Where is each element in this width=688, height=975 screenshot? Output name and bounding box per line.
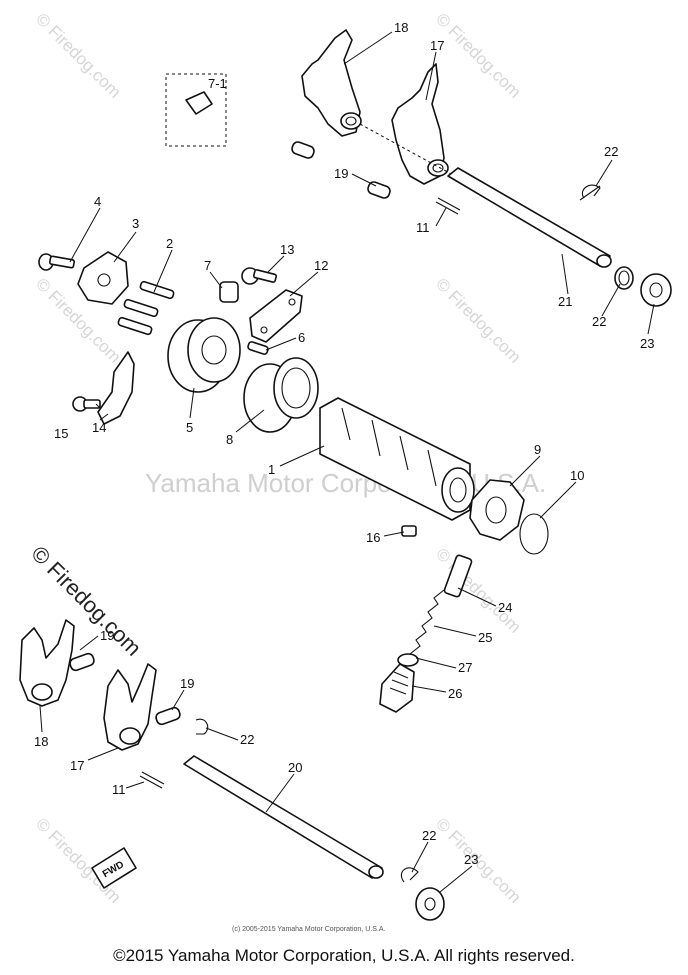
callout-17-lower: 17 [70, 758, 84, 773]
circlip-22-lower-a [195, 718, 209, 735]
plate-3 [77, 251, 129, 305]
detail-box-7-1 [165, 73, 227, 147]
callout-19-lower-a: 19 [100, 628, 114, 643]
callout-1: 1 [268, 462, 275, 477]
plunger-24 [443, 554, 473, 598]
shift-drum-1 [319, 397, 475, 521]
callout-17-upper: 17 [430, 38, 444, 53]
shift-shaft-20 [183, 755, 384, 879]
callout-22-lower-a: 22 [240, 732, 254, 747]
callout-21: 21 [558, 294, 572, 309]
watermark-top-right: © Firedog.com [432, 9, 524, 101]
leader-lines [39, 31, 655, 893]
callout-19-lower-b: 19 [180, 676, 194, 691]
shift-shaft-21 [447, 167, 612, 268]
callout-16: 16 [366, 530, 380, 545]
bolt-15 [72, 396, 101, 412]
stopper-14 [97, 351, 135, 425]
callout-11-upper: 11 [416, 220, 430, 235]
callout-27: 27 [458, 660, 472, 675]
collar-23-upper [640, 273, 672, 307]
callout-5: 5 [186, 420, 193, 435]
callout-23-lower: 23 [464, 852, 478, 867]
bolt-7 [219, 281, 239, 303]
callout-26: 26 [448, 686, 462, 701]
shift-fork-17-upper [391, 63, 449, 185]
callout-24: 24 [498, 600, 512, 615]
callout-7-1: 7-1 [208, 76, 227, 91]
watermark-big: © Firedog.com [26, 541, 146, 661]
callout-7: 7 [204, 258, 211, 273]
bearing-8 [243, 357, 319, 433]
pin-19-upper-b [367, 181, 391, 199]
callout-3: 3 [132, 216, 139, 231]
circlip-22-upper-b [614, 266, 634, 290]
pins-2 [117, 280, 175, 336]
credit-line: (c) 2005-2015 Yamaha Motor Corporation, … [232, 926, 385, 933]
pin-19-lower-b [155, 706, 181, 726]
callout-12: 12 [314, 258, 328, 273]
callout-6: 6 [298, 330, 305, 345]
clip-11-lower [139, 771, 165, 789]
callout-18-lower: 18 [34, 734, 48, 749]
shift-fork-17-lower [103, 663, 157, 751]
shift-fork-18-upper [301, 29, 362, 137]
callout-2: 2 [166, 236, 173, 251]
clip-11-upper [435, 197, 461, 215]
plate-12 [249, 289, 303, 343]
callout-8: 8 [226, 432, 233, 447]
callout-23-upper: 23 [640, 336, 654, 351]
callout-22-upper-a: 22 [604, 144, 618, 159]
callout-13: 13 [280, 242, 294, 257]
plug-26 [379, 663, 415, 713]
watermark-mid-right: © Firedog.com [432, 274, 524, 366]
plate-9 [469, 479, 525, 541]
pin-6 [247, 341, 269, 355]
spring-25 [409, 589, 445, 655]
callout-18-upper: 18 [394, 20, 408, 35]
callout-19-upper: 19 [334, 166, 348, 181]
callout-15: 15 [54, 426, 68, 441]
shift-fork-18-lower [19, 619, 75, 707]
callout-22-upper-b: 22 [592, 314, 606, 329]
circlip-10 [519, 513, 549, 555]
collar-23-lower [415, 887, 445, 921]
watermark-top-left: © Firedog.com [32, 9, 124, 101]
pin-19-lower-a [69, 652, 95, 672]
callout-22-lower-b: 22 [422, 828, 436, 843]
callout-4: 4 [94, 194, 101, 209]
gasket-27 [397, 653, 419, 667]
callout-10: 10 [570, 468, 584, 483]
callout-9: 9 [534, 442, 541, 457]
callout-14: 14 [92, 420, 106, 435]
callout-11-lower: 11 [112, 782, 126, 797]
fwd-arrow-icon: FWD [91, 847, 137, 889]
bolt-4 [38, 253, 75, 271]
pin-19-upper-a [291, 141, 315, 159]
callout-20: 20 [288, 760, 302, 775]
drum-cam-5 [167, 317, 241, 393]
circlip-22-lower-b [400, 867, 419, 883]
copyright-notice: ©2015 Yamaha Motor Corporation, U.S.A. A… [113, 946, 575, 965]
circlip-22-upper-a [579, 184, 601, 201]
pin-16 [401, 525, 417, 537]
bolt-13 [241, 267, 278, 285]
callout-25: 25 [478, 630, 492, 645]
